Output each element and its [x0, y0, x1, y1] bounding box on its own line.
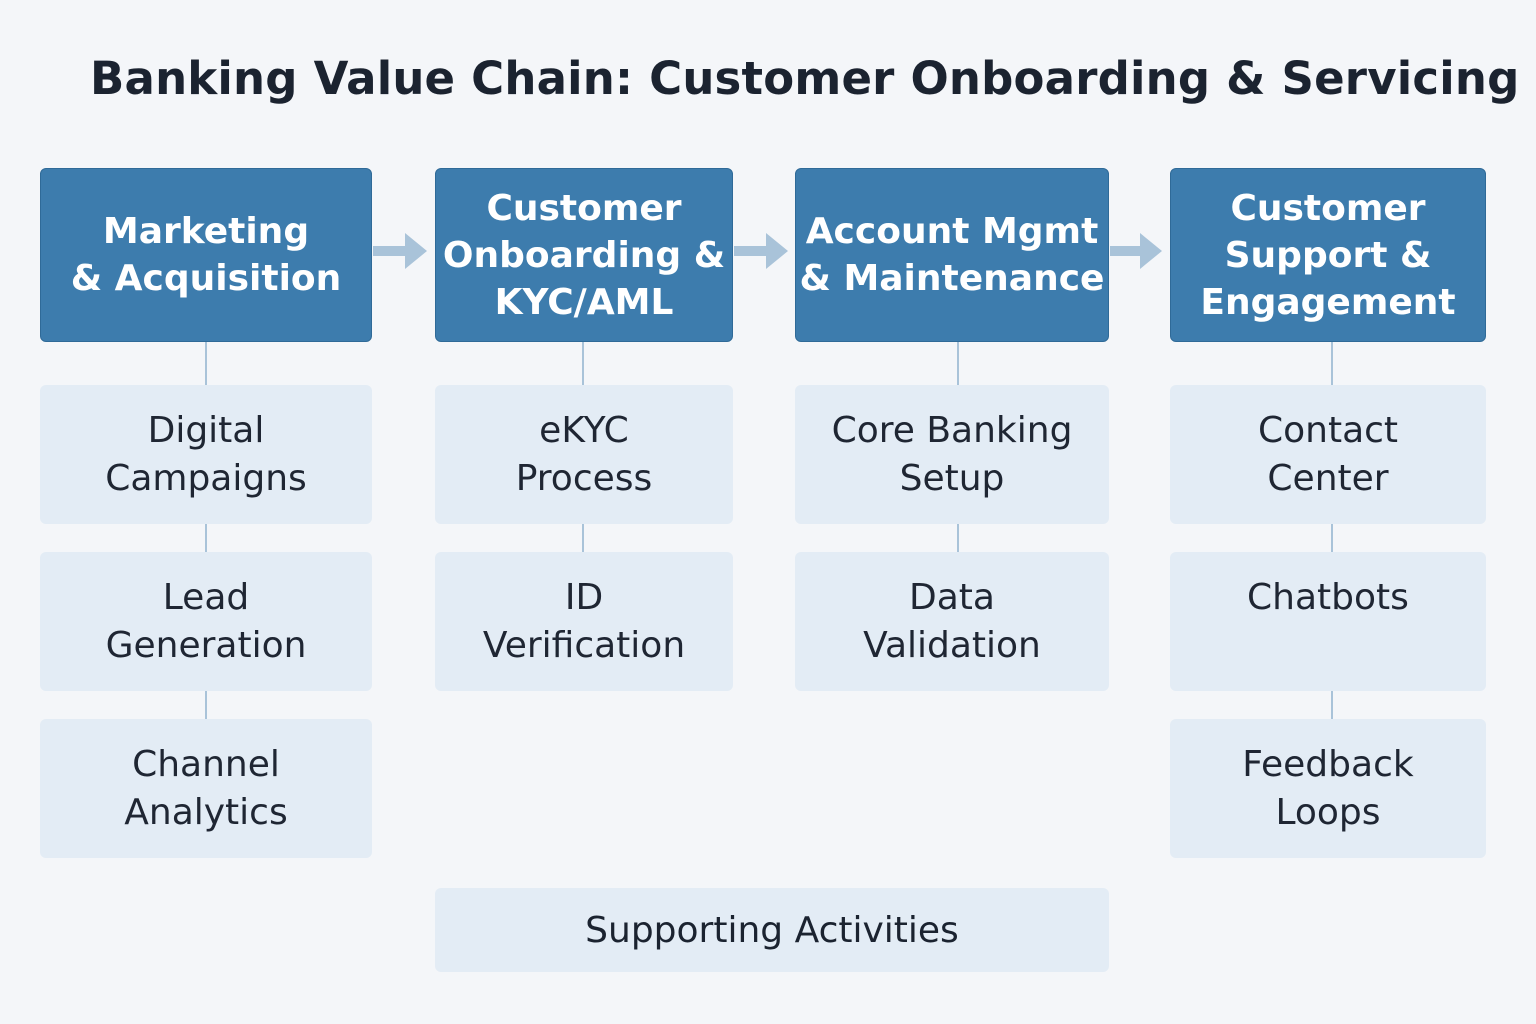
- connector-line: [205, 524, 207, 552]
- activity-digital-campaigns: Digital Campaigns: [40, 385, 372, 524]
- connector-line: [957, 342, 959, 385]
- stage-label: Account Mgmt & Maintenance: [799, 211, 1105, 299]
- activity-label: Digital Campaigns: [105, 409, 307, 499]
- supporting-activities-label: Supporting Activities: [585, 909, 959, 951]
- connector-line: [582, 524, 584, 552]
- activity-label: Feedback Loops: [1242, 743, 1414, 833]
- activity-channel-analytics: Channel Analytics: [40, 719, 372, 858]
- activity-contact-center: Contact Center: [1170, 385, 1486, 524]
- arrow-3-to-4: [1110, 233, 1162, 269]
- activity-ekyc-process: eKYC Process: [435, 385, 733, 524]
- connector-line: [205, 342, 207, 385]
- arrow-2-to-3: [734, 233, 788, 269]
- connector-line: [1331, 524, 1333, 552]
- activity-core-banking-setup: Core Banking Setup: [795, 385, 1109, 524]
- activity-label: Chatbots: [1247, 577, 1409, 618]
- activity-label: Channel Analytics: [124, 743, 288, 833]
- stage-customer-support-engagement: Customer Support & Engagement: [1170, 168, 1486, 342]
- connector-line: [957, 524, 959, 552]
- activity-id-verification: ID Verification: [435, 552, 733, 691]
- activity-label: Lead Generation: [105, 576, 307, 666]
- stage-customer-onboarding-kyc: Customer Onboarding & KYC/AML: [435, 168, 733, 342]
- activity-label: ID Verification: [482, 576, 686, 666]
- activity-label: Contact Center: [1257, 409, 1399, 499]
- activity-feedback-loops: Feedback Loops: [1170, 719, 1486, 858]
- supporting-activities-box: Supporting Activities: [435, 888, 1109, 972]
- connector-line: [1331, 342, 1333, 385]
- stage-label: Marketing & Acquisition: [70, 211, 342, 299]
- activity-label: Core Banking Setup: [831, 409, 1073, 499]
- stage-marketing-acquisition: Marketing & Acquisition: [40, 168, 372, 342]
- connector-line: [582, 342, 584, 385]
- activity-lead-generation: Lead Generation: [40, 552, 372, 691]
- connector-line: [205, 691, 207, 719]
- activity-data-validation: Data Validation: [795, 552, 1109, 691]
- connector-line: [1331, 691, 1333, 719]
- stage-label: Customer Support & Engagement: [1200, 187, 1456, 323]
- activity-label: eKYC Process: [515, 409, 653, 499]
- stage-label: Customer Onboarding & KYC/AML: [442, 187, 726, 323]
- arrow-1-to-2: [373, 233, 427, 269]
- diagram-title: Banking Value Chain: Customer Onboarding…: [90, 52, 1520, 105]
- activity-chatbots: Chatbots: [1170, 552, 1486, 691]
- activity-label: Data Validation: [863, 576, 1041, 666]
- stage-account-mgmt-maintenance: Account Mgmt & Maintenance: [795, 168, 1109, 342]
